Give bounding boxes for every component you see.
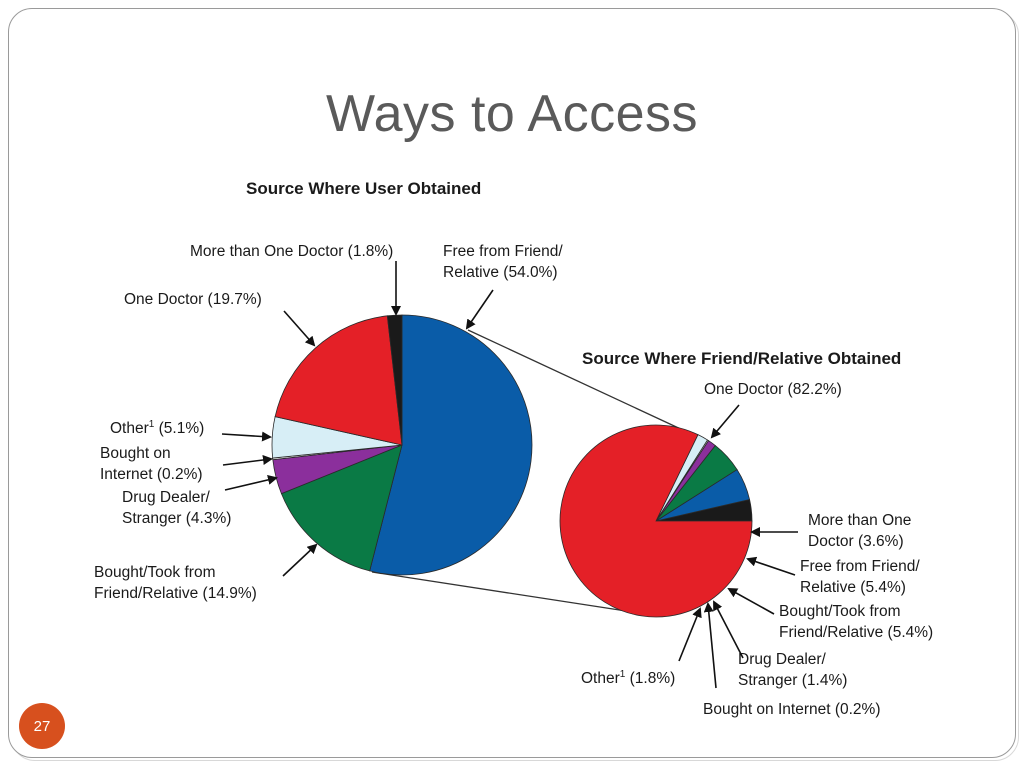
pie-2-slice-one-doctor-82-2 xyxy=(559,424,753,618)
pie-1-label-drug-dealer-stranger-4-3: Drug Dealer/Stranger (4.3%) xyxy=(122,489,231,527)
chart-1-title: Source Where User Obtained xyxy=(246,179,481,198)
pie-2-label-other1-1-8: Other1 (1.8%) xyxy=(581,669,675,687)
slide-frame xyxy=(8,8,1016,758)
pie-1-label-more-than-one-doctor-1-8: More than One Doctor (1.8%) xyxy=(190,243,393,260)
pie-2-arrow-one-doctor-82-2 xyxy=(710,404,740,439)
pie-2-arrow-bought-took-from-friend-relative-5-4 xyxy=(727,588,775,615)
pie-2-label-free-from-friend-relative-5-4: Free from Friend/Relative (5.4%) xyxy=(800,558,920,596)
pie-1-slice-free-from-friend-relative-54-0 xyxy=(369,314,533,576)
pie-1-label-free-from-friend-relative-54-0: Free from Friend/Relative (54.0%) xyxy=(443,243,563,281)
chart-2-title: Source Where Friend/Relative Obtained xyxy=(582,349,901,368)
pie-1-arrow-other1-5-1 xyxy=(221,431,272,442)
page-number-badge: 27 xyxy=(19,703,65,749)
connector-line-top xyxy=(467,329,686,432)
pie-1-arrow-one-doctor-19-7 xyxy=(283,310,316,347)
connector-line-bottom xyxy=(371,571,627,612)
pie-2-label-bought-on-internet-0-2: Bought on Internet (0.2%) xyxy=(703,701,881,718)
slide-title: Ways to Access xyxy=(325,85,699,143)
pie-1-label-one-doctor-19-7: One Doctor (19.7%) xyxy=(124,291,262,308)
pie-chart-user-source xyxy=(271,314,533,576)
pie-2-arrow-drug-dealer-stranger-1-4 xyxy=(713,600,744,659)
pie-2-label-drug-dealer-stranger-1-4: Drug Dealer/Stranger (1.4%) xyxy=(738,651,847,689)
pie-1-arrow-free-from-friend-relative-54-0 xyxy=(465,289,494,330)
pie-1-arrow-bought-on-internet-0-2 xyxy=(222,455,273,466)
pie-2-label-one-doctor-82-2: One Doctor (82.2%) xyxy=(704,381,842,398)
pie-2-arrow-other1-1-8 xyxy=(678,607,702,662)
pie-2-arrow-bought-on-internet-0-2 xyxy=(703,602,717,689)
pie-chart-friend-relative-source xyxy=(559,424,753,618)
pie-2-arrow-free-from-friend-relative-5-4 xyxy=(746,556,796,576)
pie-1-labels: Free from Friend/Relative (54.0%) Bought/… xyxy=(94,243,563,602)
pie-1-arrow-drug-dealer-stranger-4-3 xyxy=(224,474,278,491)
pie-1-label-other1-5-1: Other1 (5.1%) xyxy=(110,419,204,437)
pie-1-slice-one-doctor-19-7 xyxy=(274,315,403,446)
pie-1-arrow-bought-took-from-friend-relative-14-9 xyxy=(282,543,318,577)
pie-1-slice-bought-took-from-friend-relative-14-9 xyxy=(280,444,403,572)
